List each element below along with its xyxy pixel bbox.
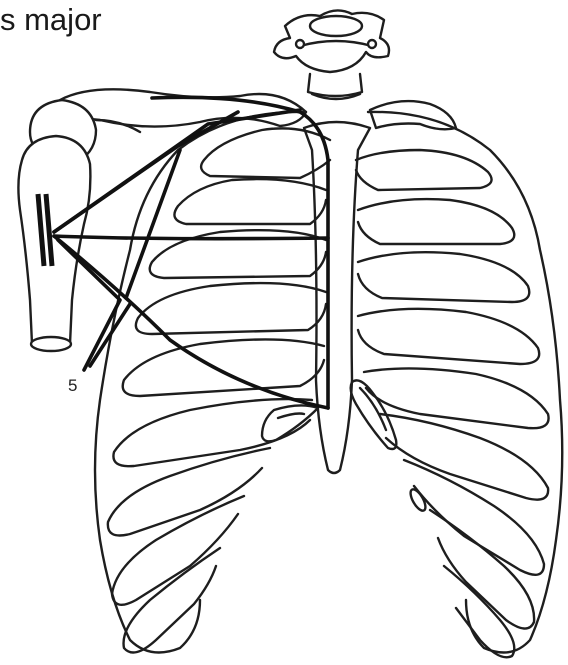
vertebra [274,10,389,99]
sternum [304,122,370,473]
rib-cage-right [351,112,563,657]
rib-cage-left [95,112,330,653]
pectoralis-major-lines [54,97,328,408]
figure-label-5: 5 [68,376,77,396]
humerus [18,136,90,351]
